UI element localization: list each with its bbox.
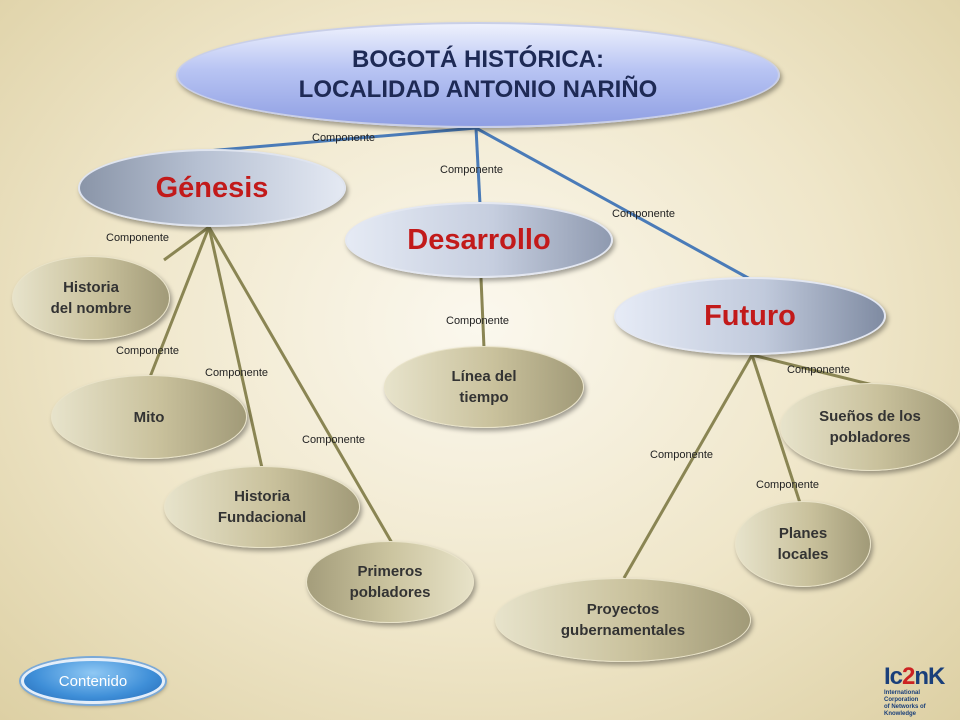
node-text: Sueños de los <box>819 408 921 425</box>
title-line-2: LOCALIDAD ANTONIO NARIÑO <box>298 76 658 103</box>
link-genesis-primeros-pobladores <box>207 226 394 544</box>
link-label: Componente <box>116 345 179 357</box>
title-line-1: BOGOTÁ HISTÓRICA: <box>352 46 604 73</box>
link-title-futuro <box>475 126 751 281</box>
link-label: Componente <box>302 434 365 446</box>
node-text: del nombre <box>50 300 132 317</box>
node-linea-del-tiempo: Línea del tiempo <box>384 346 584 428</box>
node-text: Línea del <box>451 368 517 385</box>
node-text: Primeros <box>357 563 423 580</box>
node-text: locales <box>777 546 829 563</box>
link-label: Componente <box>650 449 713 461</box>
node-text: Planes <box>778 525 828 542</box>
logo-line-1: International Corporation <box>884 690 921 703</box>
ic2nk-logo: Ic2nK International Corporation of Netwo… <box>884 663 954 718</box>
link-label: Componente <box>756 479 819 491</box>
node-text: Proyectos <box>586 601 660 618</box>
node-text: Mito <box>133 408 165 426</box>
link-label: Componente <box>106 232 169 244</box>
node-historia-del-nombre: Historia del nombre <box>12 256 170 340</box>
link-label: Componente <box>312 132 375 144</box>
node-suenos-de-los-pobladores: Sueños de los pobladores <box>780 383 960 471</box>
node-historia-fundacional: Historia Fundacional <box>164 466 360 548</box>
node-planes-locales: Planes locales <box>735 501 871 587</box>
link-futuro-suenos <box>751 353 874 387</box>
link-label: Componente <box>787 364 850 376</box>
node-text: Historia <box>234 488 290 505</box>
category-genesis: Génesis <box>78 149 346 227</box>
link-genesis-historia-nombre <box>163 225 210 262</box>
node-primeros-pobladores: Primeros pobladores <box>306 541 474 623</box>
link-title-desarrollo <box>474 127 482 205</box>
category-futuro-label: Futuro <box>704 299 796 332</box>
link-futuro-proyectos <box>622 354 754 579</box>
category-genesis-label: Génesis <box>155 171 269 204</box>
link-genesis-historia-fundacional <box>207 226 264 469</box>
link-title-genesis <box>206 126 477 153</box>
node-text: tiempo <box>459 389 509 406</box>
link-label: Componente <box>205 367 268 379</box>
category-desarrollo: Desarrollo <box>345 202 613 278</box>
title-node: BOGOTÁ HISTÓRICA: LOCALIDAD ANTONIO NARI… <box>176 22 780 128</box>
node-text: gubernamentales <box>560 622 686 639</box>
category-futuro: Futuro <box>614 277 886 355</box>
link-desarrollo-linea-tiempo <box>479 277 486 349</box>
contenido-button[interactable]: Contenido <box>21 658 165 704</box>
link-label: Componente <box>612 208 675 220</box>
node-proyectos-gubernamentales: Proyectos gubernamentales <box>495 578 751 662</box>
node-mito: Mito <box>51 375 247 459</box>
link-futuro-planes <box>750 354 802 504</box>
node-text: Fundacional <box>217 509 307 526</box>
category-desarrollo-label: Desarrollo <box>407 223 551 256</box>
logo-line-2: of Networks of Knowledge <box>884 704 926 717</box>
link-label: Componente <box>446 315 509 327</box>
logo-wordmark: Ic2nK <box>884 663 945 690</box>
node-text: pobladores <box>829 429 911 446</box>
node-text: pobladores <box>349 584 431 601</box>
link-label: Componente <box>440 164 503 176</box>
node-text: Historia <box>63 279 119 296</box>
link-genesis-mito <box>148 226 211 378</box>
